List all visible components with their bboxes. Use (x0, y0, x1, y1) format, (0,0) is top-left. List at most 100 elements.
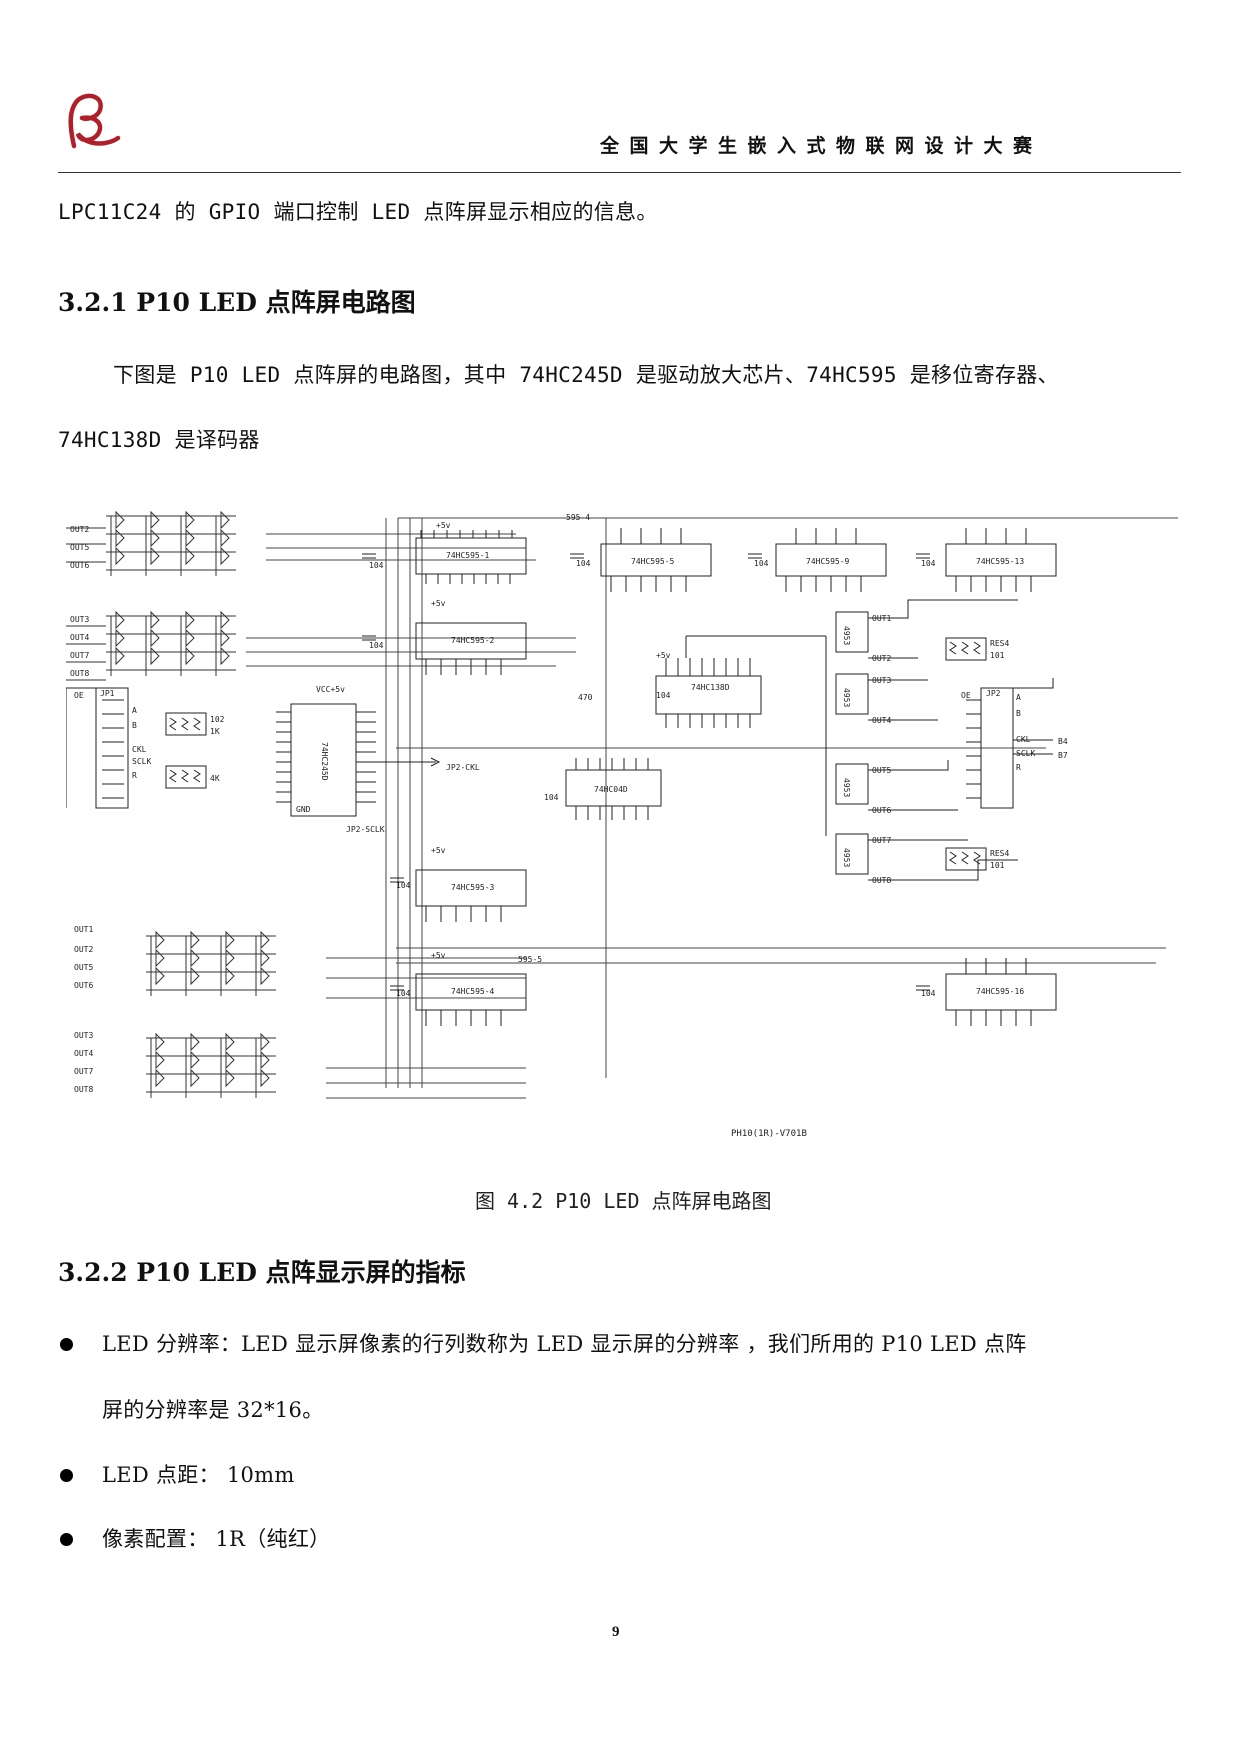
svg-text:104: 104 (369, 561, 384, 570)
out-label: OUT7 (70, 651, 89, 660)
led-matrix-group-2 (66, 610, 236, 681)
svg-text:A: A (1016, 693, 1021, 702)
resistor-res4-b: RES4 101 (945, 847, 1009, 871)
header-title: 全国大学生嵌入式物联网设计大赛 (600, 135, 1043, 157)
svg-text:4953: 4953 (842, 778, 851, 797)
svg-text:104: 104 (754, 559, 769, 568)
page-number: 9 (612, 1624, 620, 1640)
figure-caption: 图 4.2 P10 LED 点阵屏电路图 (475, 1189, 772, 1213)
svg-text:104: 104 (396, 881, 411, 890)
mosfet-4953-1: 4953 (835, 611, 869, 653)
chip-74hc138d: 74HC138D +5v (655, 635, 827, 836)
svg-text:74HC138D: 74HC138D (691, 683, 730, 692)
svg-text:+5v: +5v (431, 846, 446, 855)
svg-text:+5v: +5v (656, 651, 671, 660)
out-label: OUT6 (74, 981, 93, 990)
svg-text:104: 104 (369, 641, 384, 650)
resistor-4k: 4K (165, 765, 220, 789)
svg-text:74HC595-5: 74HC595-5 (631, 557, 675, 566)
svg-text:JP2-SCLK: JP2-SCLK (346, 825, 385, 834)
svg-text:RES4: RES4 (990, 639, 1009, 648)
chip-74hc595-9: 74HC595-9 (775, 528, 887, 592)
svg-text:+5v: +5v (436, 521, 451, 530)
svg-text:104: 104 (544, 793, 559, 802)
svg-text:CKL: CKL (132, 745, 147, 754)
board-id: PH10(1R)-V701B (731, 1129, 807, 1139)
svg-text:OE: OE (74, 691, 84, 700)
svg-text:SCLK: SCLK (132, 757, 151, 766)
chip-74hc595-16: 74HC595-16 (945, 958, 1057, 1026)
out-label: OUT1 (74, 925, 93, 934)
chip-74hc595-3: 74HC595-3 +5v (415, 846, 527, 922)
resistor-102-1k: 102 1K (165, 712, 225, 736)
led-matrix-group-3 (146, 930, 276, 996)
svg-text:102: 102 (210, 715, 225, 724)
section-321-heading: 3.2.1 P10 LED 点阵屏电路图 (58, 288, 416, 317)
svg-text:+5v: +5v (431, 951, 446, 960)
out-label: OUT8 (74, 1085, 93, 1094)
out-label: OUT5 (74, 963, 93, 972)
bullet-3-line1: 像素配置： 1R（纯红） (102, 1527, 331, 1551)
svg-text:74HC595-2: 74HC595-2 (451, 636, 495, 645)
section-321-para-line2: 74HC138D 是译码器 (58, 428, 260, 452)
svg-text:595-5: 595-5 (518, 955, 542, 964)
chip-74hc245d: 74HC245D VCC+5v GND (276, 685, 376, 817)
section-322-heading: 3.2.2 P10 LED 点阵显示屏的指标 (58, 1258, 466, 1287)
svg-text:74HC595-13: 74HC595-13 (976, 557, 1024, 566)
svg-text:B: B (132, 721, 137, 730)
svg-text:OE: OE (961, 691, 971, 700)
svg-text:470: 470 (578, 693, 593, 702)
mosfet-4953-3: 4953 (835, 763, 869, 805)
chip-74hc595-2: 74HC595-2 +5v (415, 599, 527, 675)
chip-74hc595-4: 74HC595-4 +5v 595-5 (415, 951, 542, 1026)
svg-text:B7: B7 (1058, 751, 1068, 760)
intro-line: LPC11C24 的 GPIO 端口控制 LED 点阵屏显示相应的信息。 (58, 200, 658, 224)
jp2-connector: JP2 OE A B CKL SCLK R B4 B7 (961, 678, 1068, 809)
svg-text:A: A (132, 706, 137, 715)
svg-text:74HC595-4: 74HC595-4 (451, 987, 495, 996)
out-label: OUT4 (74, 1049, 93, 1058)
svg-text:VCC+5v: VCC+5v (316, 685, 345, 694)
svg-text:4953: 4953 (842, 848, 851, 867)
svg-text:104: 104 (576, 559, 591, 568)
bullet-2-line1: LED 点距： 10mm (102, 1463, 295, 1487)
svg-text:R: R (1016, 763, 1021, 772)
svg-text:104: 104 (396, 989, 411, 998)
out-label: OUT2 (74, 945, 93, 954)
header-rule (58, 172, 1181, 173)
out-label: OUT8 (70, 669, 89, 678)
svg-text:74HC595-1: 74HC595-1 (446, 551, 490, 560)
circuit-figure: OUT2 OUT5 OUT6 OUT3 OUT4 OUT7 OUT8 OUT1 … (65, 508, 1198, 1170)
svg-text:JP2-CKL: JP2-CKL (446, 763, 480, 772)
bullet-1-line2: 屏的分辨率是 32*16。 (102, 1398, 324, 1422)
out-label: OUT7 (74, 1067, 93, 1076)
svg-text:104: 104 (921, 989, 936, 998)
competition-logo (60, 88, 126, 154)
svg-text:595-4: 595-4 (566, 513, 590, 522)
svg-text:4953: 4953 (842, 688, 851, 707)
svg-text:JP1: JP1 (100, 689, 115, 698)
svg-text:74HC595-3: 74HC595-3 (451, 883, 495, 892)
svg-text:104: 104 (656, 691, 671, 700)
out-label: OUT2 (70, 525, 89, 534)
chip-74hc595-5: 74HC595-5 595-4 (566, 513, 712, 592)
bullet-dot (60, 1469, 73, 1482)
section-321-para-line1: 下图是 P10 LED 点阵屏的电路图，其中 74HC245D 是驱动放大芯片、… (113, 363, 1059, 387)
jp1-connector: JP1 OE A B CKL SCLK R (65, 687, 151, 809)
out-label: OUT3 (70, 615, 89, 624)
svg-text:74HC595-16: 74HC595-16 (976, 987, 1024, 996)
resistor-res4-a: RES4 101 (945, 637, 1009, 661)
chip-74hc04d: 74HC04D (565, 758, 662, 820)
led-matrix-group-4 (146, 1032, 276, 1098)
svg-text:R: R (132, 771, 137, 780)
svg-text:74HC04D: 74HC04D (594, 785, 628, 794)
svg-text:RES4: RES4 (990, 849, 1009, 858)
svg-text:1K: 1K (210, 727, 220, 736)
mosfet-4953-4: 4953 (835, 833, 869, 875)
chip-74hc595-13: 74HC595-13 (945, 528, 1057, 592)
bullet-dot (60, 1533, 73, 1546)
svg-text:B: B (1016, 709, 1021, 718)
svg-text:104: 104 (921, 559, 936, 568)
bullet-1-line1: LED 分辨率：LED 显示屏像素的行列数称为 LED 显示屏的分辨率 ，我们所… (102, 1332, 1027, 1356)
out-label: OUT3 (74, 1031, 93, 1040)
